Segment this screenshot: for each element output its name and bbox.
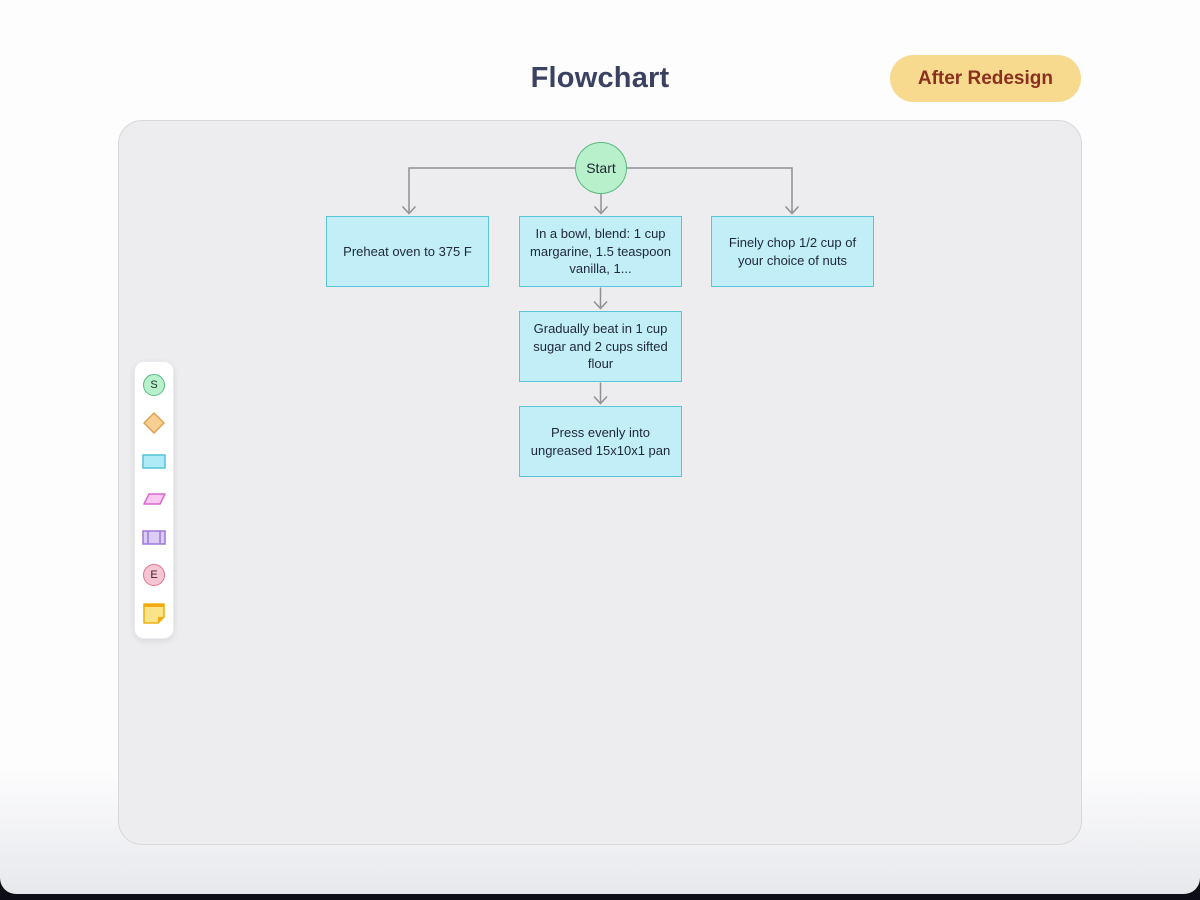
parallelogram-icon <box>143 493 166 505</box>
page-title: Flowchart <box>530 62 670 94</box>
flow-node-press-pan[interactable]: Press evenly into ungreased 15x10x1 pan <box>519 406 682 477</box>
flow-node-blend[interactable]: In a bowl, blend: 1 cup margarine, 1.5 t… <box>519 216 682 287</box>
shape-toolbar: S <box>134 361 174 639</box>
start-shape-tool[interactable]: S <box>141 372 167 398</box>
start-shape-icon: S <box>143 374 165 396</box>
flow-node-label: In a bowl, blend: 1 cup margarine, 1.5 t… <box>530 225 671 277</box>
sticky-note-tool[interactable] <box>141 600 167 626</box>
process-rectangle-icon <box>142 454 166 469</box>
input-output-shape-tool[interactable] <box>141 486 167 512</box>
flow-node-label: Gradually beat in 1 cup sugar and 2 cups… <box>533 320 668 372</box>
flow-node-label: Finely chop 1/2 cup of your choice of nu… <box>728 234 857 268</box>
end-shape-icon: E <box>143 564 165 586</box>
process-shape-tool[interactable] <box>141 448 167 474</box>
decision-shape-tool[interactable] <box>141 410 167 436</box>
flow-node-label: Preheat oven to 375 F <box>343 243 472 259</box>
flow-node-chop-nuts[interactable]: Finely chop 1/2 cup of your choice of nu… <box>711 216 874 287</box>
flow-node-beat-sugar[interactable]: Gradually beat in 1 cup sugar and 2 cups… <box>519 311 682 382</box>
decision-diamond-icon <box>143 412 165 434</box>
after-redesign-badge: After Redesign <box>889 55 1081 102</box>
end-shape-tool[interactable]: E <box>141 562 167 588</box>
flowchart-canvas[interactable]: Start Preheat oven to 375 F In a bowl, b… <box>118 120 1082 845</box>
flow-node-label: Press evenly into ungreased 15x10x1 pan <box>530 424 671 458</box>
sticky-note-icon <box>143 603 165 624</box>
subroutine-shape-tool[interactable] <box>141 524 167 550</box>
flow-node-start[interactable]: Start <box>575 142 627 194</box>
flow-node-label: Start <box>586 160 616 176</box>
subroutine-rectangle-icon <box>142 530 166 545</box>
flow-node-preheat[interactable]: Preheat oven to 375 F <box>326 216 489 287</box>
